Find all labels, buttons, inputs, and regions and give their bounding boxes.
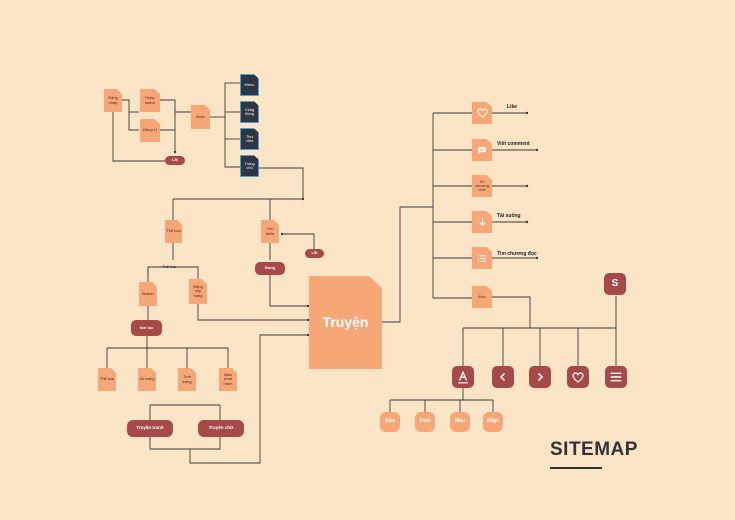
dang-ki-node: Đăng kí <box>140 119 160 142</box>
truyen-tranh-label: Truyện tranh <box>136 425 164 431</box>
chevron-right-icon <box>537 372 544 382</box>
button-node: Button <box>139 282 157 306</box>
text-format-icon <box>458 370 468 383</box>
list-icon <box>477 254 487 262</box>
login-error-badge: Lỗi <box>165 156 185 165</box>
bang-xep-hang-label: Bảng xếp hạng <box>193 284 203 298</box>
the-loai-node: Thể loại <box>165 220 182 243</box>
search-error-label: Lỗi <box>311 250 318 256</box>
filter-tinh-trang-node: Tình trạng <box>178 368 196 391</box>
filter-so-trang-node: Số trang <box>138 368 156 391</box>
menu-icon <box>610 372 622 382</box>
heart-icon <box>476 108 488 118</box>
like-node <box>472 102 492 124</box>
size-label: Size <box>384 418 395 425</box>
comment-label: Viết comment <box>497 141 530 147</box>
trang-chu-node: Trang chủ <box>240 155 259 177</box>
cong-dong-node: Cộng đồng <box>240 101 259 123</box>
bang-xep-hang-node: Bảng xếp hạng <box>189 279 207 304</box>
doc-label: Đọc <box>478 293 486 299</box>
menu-label: Menu <box>244 81 255 87</box>
thu-vien-node: Thư viện <box>240 128 259 150</box>
menu-button[interactable] <box>605 366 627 388</box>
main-label: Main <box>196 113 205 119</box>
main-node: Main <box>191 105 210 129</box>
cong-dong-label: Cộng đồng <box>244 106 255 116</box>
comment-icon <box>478 146 486 154</box>
filter-so-trang-label: Số trang <box>139 376 155 382</box>
truyen-tranh-badge: Truyện tranh <box>127 420 173 437</box>
hoan-thanh-label: Hoàn thành <box>144 95 155 105</box>
hoan-thanh-node: Hoàn thành <box>140 89 160 112</box>
noi-loc-badge: Nơi lọc <box>131 320 162 336</box>
so-chuong-moi-label: Số chương mới <box>475 178 489 193</box>
so-chuong-moi-node: Số chương mới <box>472 175 492 197</box>
chevron-left-icon <box>499 372 506 382</box>
title-underline <box>550 467 602 469</box>
text-format-button[interactable] <box>452 366 474 388</box>
settings-s-button[interactable]: S <box>604 273 626 295</box>
tim-kiem-node: Tìm kiếm <box>261 220 279 243</box>
dang-nhap-label: Đăng nhập <box>108 95 118 105</box>
doc-node: Đọc <box>472 286 492 308</box>
find-chapter-node <box>472 247 492 269</box>
button-node-label: Button <box>142 290 154 296</box>
dang-nhap-node: Đăng nhập <box>104 89 122 112</box>
find-chapter-label: Tìm chương đọc <box>497 251 537 257</box>
truyen-chu-badge: Truyện chữ <box>198 420 244 437</box>
truyen-chu-label: Truyện chữ <box>208 425 234 431</box>
menu-node: Menu <box>240 74 259 96</box>
download-icon <box>478 217 486 226</box>
truyen-center-label: Truyện <box>322 314 369 331</box>
previous-button[interactable] <box>492 366 514 388</box>
login-error-label: Lỗi <box>172 157 178 163</box>
filter-nam-phat-hanh-node: Năm phát hành <box>219 368 237 391</box>
filter-tinh-trang-label: Tình trạng <box>182 374 192 384</box>
settings-s-label: S <box>611 277 619 289</box>
heart-icon <box>572 371 584 383</box>
comment-node <box>472 139 492 161</box>
align-label: Align <box>486 418 500 425</box>
search-error-badge: Lỗi <box>305 249 324 258</box>
color-option[interactable]: Màu <box>450 412 470 432</box>
sitemap-title: SITEMAP <box>550 439 638 460</box>
trang-chu-label: Trang chủ <box>244 160 255 170</box>
filter-the-loai-label: Thể loại <box>99 376 115 382</box>
favorite-button[interactable] <box>567 366 589 388</box>
font-label: Font <box>419 418 431 425</box>
next-button[interactable] <box>529 366 551 388</box>
filter-nam-phat-hanh-label: Năm phát hành <box>223 372 233 386</box>
font-option[interactable]: Font <box>415 412 435 432</box>
the-loai-node-label: Thể loại <box>166 228 181 234</box>
download-label: Tải xuống <box>497 213 521 219</box>
size-option[interactable]: Size <box>380 412 400 432</box>
download-node <box>472 211 492 233</box>
dung-label: Đúng <box>264 265 276 271</box>
truyen-center-node: Truyện <box>309 276 382 369</box>
dung-badge: Đúng <box>255 262 285 275</box>
like-label: Like <box>507 104 518 110</box>
color-label: Màu <box>455 418 465 425</box>
thu-vien-label: Thư viện <box>245 133 254 143</box>
the-loai-caption: Thể loại <box>162 264 177 269</box>
noi-loc-label: Nơi lọc <box>139 324 154 330</box>
tim-kiem-label: Tìm kiếm <box>265 226 275 236</box>
align-option[interactable]: Align <box>483 412 503 432</box>
dang-ki-label: Đăng kí <box>143 127 157 133</box>
filter-the-loai-node: Thể loại <box>98 368 116 391</box>
